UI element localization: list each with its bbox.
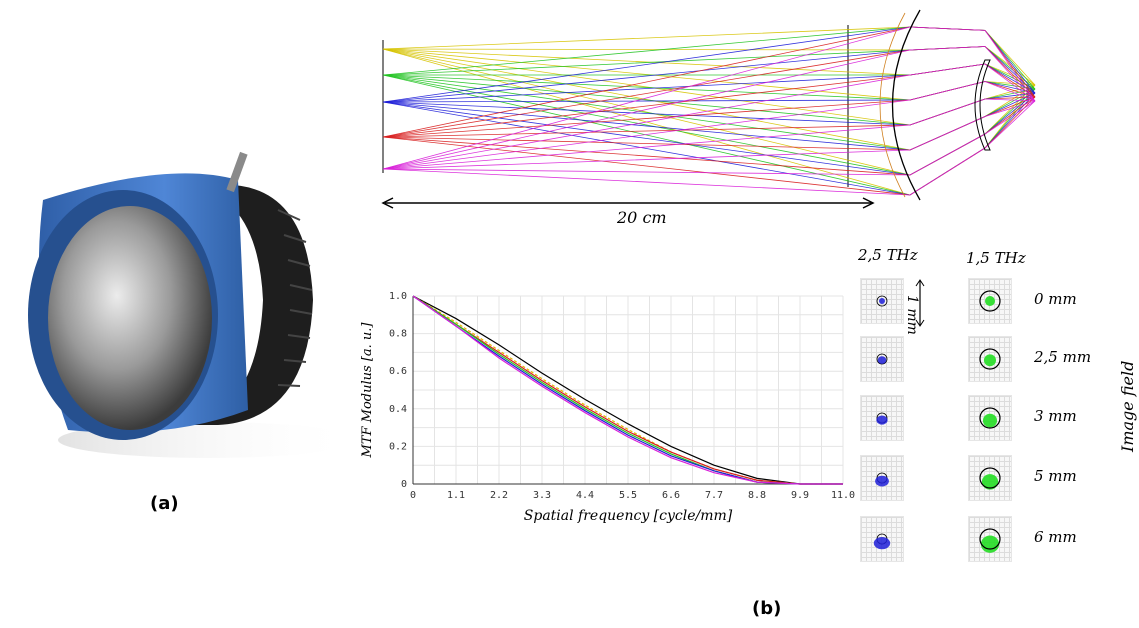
airy-disk [979, 407, 1001, 429]
ray-line [382, 98, 1036, 170]
box-scale-label: 1 mm [904, 295, 920, 335]
airy-disk [979, 290, 1001, 312]
x-tick-label: 2.2 [490, 490, 508, 501]
x-tick-label: 7.7 [705, 490, 723, 501]
ray-line [382, 74, 1036, 151]
ray-line [382, 100, 1036, 196]
lens-photo [8, 140, 358, 470]
mtf-series-line [412, 295, 843, 485]
spot-diagram-left [860, 455, 904, 501]
panel-b-label: (b) [752, 598, 782, 619]
spot-cluster [981, 474, 999, 490]
airy-disk [876, 353, 888, 365]
mtf-series-line [412, 295, 843, 485]
image-field-axis-label: Image field [1118, 360, 1137, 452]
mtf-chart: 0 1.1 2.2 3.3 4.4 5.5 6.6 7.7 8.8 9.9 11.0 0 0.2 0.4 0… [355, 280, 855, 525]
spot-cluster [980, 535, 1000, 553]
x-tick-label: 9.9 [791, 490, 809, 501]
ray-line [382, 92, 1036, 126]
scale-arrow-left [381, 197, 394, 209]
ray-trace-diagram: 20 cm [375, 5, 1045, 235]
ray-line [382, 26, 1036, 170]
ray-line [382, 81, 1036, 138]
ray-line [382, 92, 1036, 176]
x-tick-label: 5.5 [619, 490, 637, 501]
airy-disk [979, 528, 1001, 550]
x-tick-label: 8.8 [748, 490, 766, 501]
ray-line [382, 100, 1036, 170]
ray-line [382, 63, 1036, 170]
ray-line [382, 48, 1036, 126]
freq-label-left: 2,5 THz [858, 246, 918, 264]
spot-diagram-left [860, 278, 904, 324]
field-label: 2,5 mm [1034, 348, 1092, 366]
x-tick-label: 1.1 [447, 490, 465, 501]
primary-mirror [891, 9, 921, 201]
y-tick-label: 0.8 [389, 329, 407, 340]
spot-diagram-right [968, 455, 1012, 501]
freq-label-right: 1,5 THz [966, 249, 1026, 267]
spot-diagram-left [860, 395, 904, 441]
ray-line [382, 81, 1036, 170]
x-tick-label: 0 [410, 490, 416, 501]
y-tick-label: 0.4 [389, 404, 407, 415]
spot-cluster [876, 415, 888, 425]
spot-diagram-right [968, 336, 1012, 382]
spot-cluster [985, 296, 995, 306]
spot-cluster [873, 537, 891, 550]
x-axis-label: Spatial frequency [cycle/mm] [524, 508, 733, 524]
scale-label: 20 cm [617, 208, 667, 227]
spot-cluster [982, 413, 998, 428]
ray-line [382, 74, 1036, 126]
field-label: 0 mm [1034, 290, 1077, 308]
secondary-lens [974, 59, 991, 151]
mirror-outline [879, 12, 906, 198]
y-axis-label: MTF Modulus [a. u.] [360, 322, 375, 459]
ray-line [382, 100, 1036, 176]
spot-diagram-right [968, 278, 1012, 324]
field-label: 5 mm [1034, 467, 1077, 485]
panel-a-label: (a) [150, 493, 179, 514]
airy-disk [979, 348, 1001, 370]
spot-diagram-left [860, 516, 904, 562]
scale-arrow-right [862, 197, 875, 209]
spot-diagram-right [968, 516, 1012, 562]
airy-disk [876, 295, 888, 307]
x-tick-label: 6.6 [662, 490, 680, 501]
x-tick-label: 4.4 [576, 490, 594, 501]
spot-diagram-right [968, 395, 1012, 441]
ray-line [382, 96, 1036, 176]
y-tick-label: 0 [401, 479, 407, 490]
mtf-series-line [412, 295, 843, 485]
ray-line [382, 46, 1036, 138]
spot-cluster [983, 354, 997, 367]
spot-cluster [877, 356, 887, 364]
ray-line [382, 96, 1036, 138]
ray-line [382, 46, 1036, 170]
field-label: 6 mm [1034, 528, 1077, 546]
x-tick-label: 3.3 [533, 490, 551, 501]
y-tick-label: 0.6 [389, 366, 407, 377]
spot-cluster [875, 475, 889, 487]
spot-diagram-left [860, 336, 904, 382]
y-tick-label: 0.2 [389, 441, 407, 452]
y-tick-label: 1.0 [389, 291, 407, 302]
spot-cluster [879, 298, 885, 304]
x-tick-label: 11.0 [831, 490, 855, 501]
box-scale-arrow [914, 278, 930, 328]
airy-disk [979, 467, 1001, 489]
field-label: 3 mm [1034, 407, 1077, 425]
